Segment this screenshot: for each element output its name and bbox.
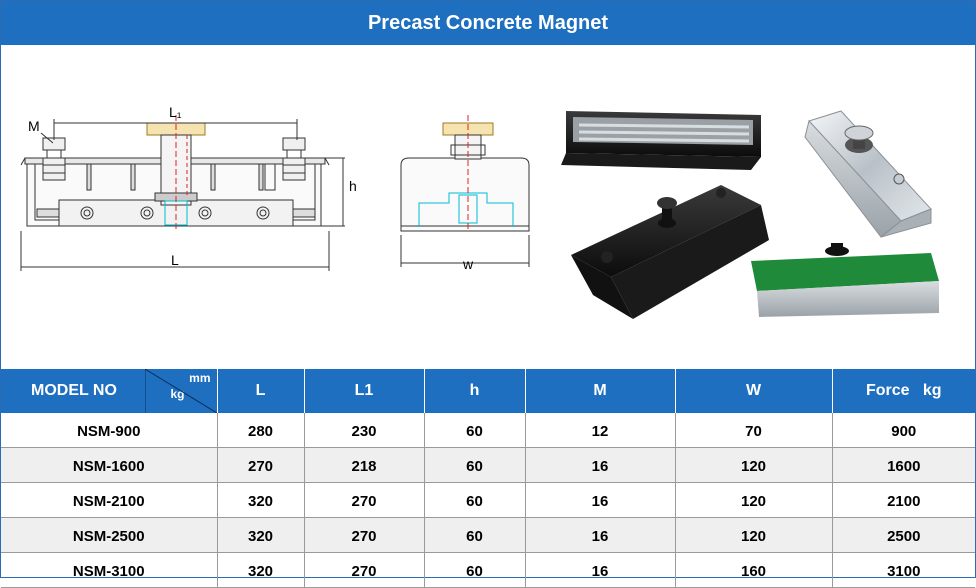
cell-h: 60 [424,413,526,448]
cell-w: 70 [675,413,833,448]
product-figure-area: M L₁ h L w [1,45,975,369]
cell-force: 2500 [832,517,975,553]
cell-model: NSM-2500 [1,517,218,553]
cell-h: 60 [424,517,526,553]
cell-m: 16 [525,447,676,483]
table-row: NSM-2100 320 270 60 16 120 2100 [1,482,975,518]
cell-m: 16 [525,517,676,553]
unit-mm-label: mm [189,371,211,385]
table-row: NSM-3100 320 270 60 16 160 3100 [1,552,975,588]
cell-w: 120 [675,517,833,553]
cell-force: 900 [832,413,975,448]
cell-l: 320 [217,552,305,588]
cell-l: 320 [217,517,305,553]
col-header-force: Force kg [832,369,975,413]
cell-w: 160 [675,552,833,588]
dim-label-m: M [28,118,40,134]
table-row: NSM-900 280 230 60 12 70 900 [1,413,975,448]
dim-label-l1: L₁ [169,104,182,120]
cell-model: NSM-3100 [1,552,218,588]
cell-l: 320 [217,482,305,518]
col-header-model: MODEL NO mm kg [1,369,218,413]
cell-force: 3100 [832,552,975,588]
cell-m: 12 [525,413,676,448]
cell-model: NSM-900 [1,413,218,448]
cell-m: 16 [525,482,676,518]
cell-w: 120 [675,482,833,518]
cell-w: 120 [675,447,833,483]
col-header-l1: L1 [304,369,425,413]
col-header-w: W [675,369,833,413]
cell-model: NSM-1600 [1,447,218,483]
table-row: NSM-2500 320 270 60 16 120 2500 [1,517,975,553]
side-view-drawing [20,115,345,271]
cell-force: 2100 [832,482,975,518]
end-view-drawing [400,115,530,267]
unit-kg-label: kg [170,387,185,401]
table-header-row: MODEL NO mm kg L L1 h M W Force kg [1,369,975,413]
dim-label-l: L [171,252,179,268]
header-diagonal-divider [144,369,217,413]
black-magnet-box-photo [561,111,761,170]
cell-l1: 230 [304,413,425,448]
cell-l1: 270 [304,482,425,518]
cell-l1: 218 [304,447,425,483]
cell-model: NSM-2100 [1,482,218,518]
col-header-model-label: MODEL NO [31,382,117,399]
cell-h: 60 [424,447,526,483]
cell-h: 60 [424,482,526,518]
cell-l1: 270 [304,552,425,588]
cell-force: 1600 [832,447,975,483]
dim-label-w: w [462,256,474,272]
table-row: NSM-1600 270 218 60 16 120 1600 [1,447,975,483]
col-header-h: h [424,369,526,413]
cell-m: 16 [525,552,676,588]
cell-l1: 270 [304,517,425,553]
green-top-magnet-photo [751,243,939,317]
cell-l: 270 [217,447,305,483]
silver-magnet-with-knob-photo [804,110,932,238]
cell-h: 60 [424,552,526,588]
cell-l: 280 [217,413,305,448]
spec-table: MODEL NO mm kg L L1 h M W Force kg NSM-9… [1,369,975,588]
figure-svg: M L₁ h L w [20,104,939,319]
col-header-m: M [525,369,676,413]
col-header-l: L [217,369,305,413]
dim-label-h: h [349,178,357,194]
page-title: Precast Concrete Magnet [1,1,975,45]
black-magnet-with-knob-photo [571,185,769,319]
